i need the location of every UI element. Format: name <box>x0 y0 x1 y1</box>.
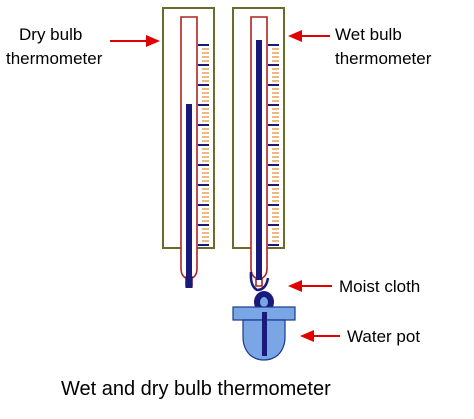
label-dry-bulb-line2: thermometer <box>6 49 103 68</box>
label-moist-cloth: Moist cloth <box>339 277 421 296</box>
water-pot <box>232 306 296 361</box>
pointer-arrows <box>110 30 340 342</box>
dry-mercury-column <box>186 104 192 278</box>
wet-bulb-thermometer <box>232 7 285 287</box>
wet-scale <box>268 44 279 246</box>
label-wet-bulb-line1: Wet bulb <box>335 25 402 44</box>
arrow-moist-cloth <box>288 280 332 292</box>
dry-bulb-tip <box>185 276 193 288</box>
diagram-caption: Wet and dry bulb thermometer <box>61 378 331 400</box>
cloth-wrap <box>249 271 270 292</box>
arrow-wet-bulb <box>288 30 330 42</box>
dry-bulb-thermometer <box>162 7 215 288</box>
label-wet-bulb-line2: thermometer <box>335 49 432 68</box>
wick-in-water <box>262 312 267 356</box>
cloth-knot-highlight <box>260 297 268 307</box>
label-water-pot: Water pot <box>347 327 421 346</box>
label-dry-bulb-line1: Dry bulb <box>19 25 83 44</box>
dry-scale <box>198 44 209 246</box>
arrow-dry-bulb <box>110 35 160 47</box>
arrow-water-pot <box>300 330 340 342</box>
wet-mercury-column <box>256 40 262 280</box>
